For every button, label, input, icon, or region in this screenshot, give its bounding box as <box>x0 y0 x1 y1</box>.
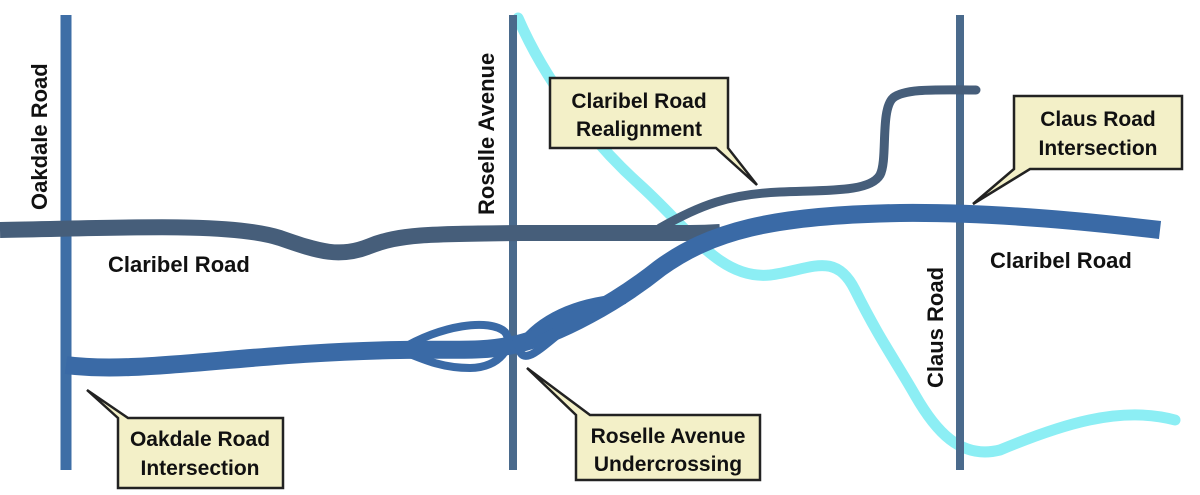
claus-road-label: Claus Road <box>923 267 948 388</box>
undercrossing-loop-west <box>397 320 513 373</box>
existing-claribel-road <box>0 219 721 261</box>
oakdale-road-label: Oakdale Road <box>27 63 52 210</box>
callout-roselle-undercrossing: Roselle Avenue Undercrossing <box>526 366 762 482</box>
claribel-realignment-connector <box>655 85 981 233</box>
callout-roselle-undercrossing-line1: Roselle Avenue <box>591 425 746 448</box>
claribel-road-label-west: Claribel Road <box>108 252 250 277</box>
callout-claus-intersection: Claus Road Intersection <box>972 94 1184 206</box>
canal <box>512 12 1181 458</box>
callout-claus-intersection-line1: Claus Road <box>1040 108 1156 131</box>
claribel-road-label-east: Claribel Road <box>990 248 1132 273</box>
callout-oakdale-intersection-line1: Oakdale Road <box>130 428 270 451</box>
callout-roselle-undercrossing-line2: Undercrossing <box>594 453 742 476</box>
callout-claus-intersection-line2: Intersection <box>1038 137 1157 160</box>
callout-claribel-realignment-line2: Realignment <box>576 118 702 141</box>
undercrossing-ramp <box>511 296 626 349</box>
roselle-avenue-label: Roselle Avenue <box>474 53 499 215</box>
callout-oakdale-intersection-line2: Intersection <box>140 457 259 480</box>
callout-oakdale-intersection: Oakdale Road Intersection <box>86 388 285 490</box>
callout-claribel-realignment: Claribel Road Realignment <box>548 76 758 186</box>
callout-claribel-realignment-line1: Claribel Road <box>571 90 706 113</box>
